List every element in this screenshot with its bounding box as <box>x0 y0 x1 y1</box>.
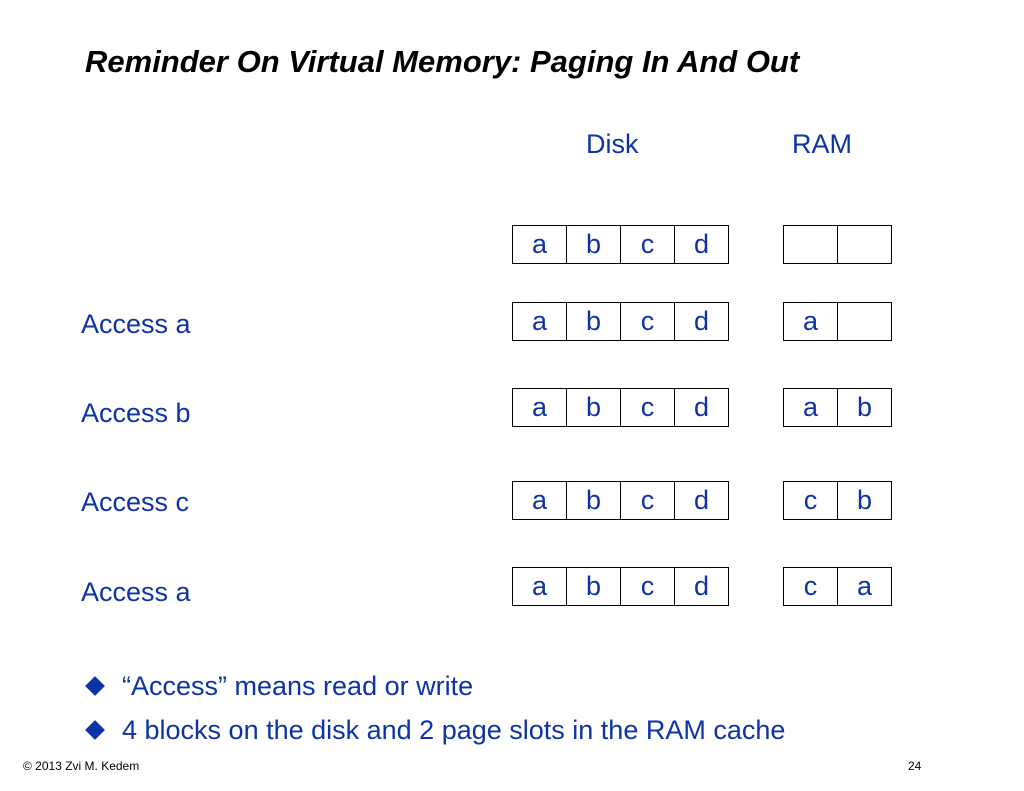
disk-blocks-row-3: a b c d <box>512 481 729 520</box>
disk-cell: d <box>675 303 729 340</box>
disk-cell: a <box>513 226 567 263</box>
diamond-bullet-icon <box>85 676 105 696</box>
ram-slot: c <box>784 568 838 605</box>
disk-blocks-row-1: a b c d <box>512 302 729 341</box>
ram-slots-row-3: c b <box>783 481 892 520</box>
ram-slot <box>838 303 892 340</box>
disk-cell: b <box>567 389 621 426</box>
disk-cell: b <box>567 568 621 605</box>
disk-cell: c <box>621 568 675 605</box>
row-label-access: Access a <box>81 577 191 607</box>
disk-cell: a <box>513 303 567 340</box>
disk-cell: b <box>567 303 621 340</box>
disk-cell: c <box>621 226 675 263</box>
bullet-list: “Access” means read or write 4 blocks on… <box>84 664 785 752</box>
disk-cell: d <box>675 568 729 605</box>
disk-cell: a <box>513 389 567 426</box>
ram-slot <box>838 226 892 263</box>
disk-blocks-row-4: a b c d <box>512 567 729 606</box>
disk-cell: c <box>621 482 675 519</box>
ram-slots-row-4: c a <box>783 567 892 606</box>
column-header-ram: RAM <box>792 129 852 159</box>
disk-cell: d <box>675 226 729 263</box>
ram-slot: b <box>838 389 892 426</box>
bullet-item: “Access” means read or write <box>84 664 785 708</box>
bullet-text: 4 blocks on the disk and 2 page slots in… <box>122 714 786 745</box>
disk-cell: c <box>621 389 675 426</box>
diamond-bullet-icon <box>85 720 105 740</box>
page-number: 24 <box>908 759 922 773</box>
slide-title: Reminder On Virtual Memory: Paging In An… <box>85 44 800 79</box>
disk-cell: b <box>567 482 621 519</box>
ram-slots-row-initial <box>783 225 892 264</box>
ram-slot: a <box>838 568 892 605</box>
disk-cell: a <box>513 568 567 605</box>
disk-blocks-row-initial: a b c d <box>512 225 729 264</box>
disk-cell: d <box>675 482 729 519</box>
disk-cell: d <box>675 389 729 426</box>
row-label-access: Access b <box>81 398 191 428</box>
ram-slot: a <box>784 303 838 340</box>
footer-copyright: © 2013 Zvi M. Kedem <box>23 759 140 773</box>
ram-slots-row-2: a b <box>783 388 892 427</box>
bullet-item: 4 blocks on the disk and 2 page slots in… <box>84 708 785 752</box>
ram-slot: b <box>838 482 892 519</box>
ram-slots-row-1: a <box>783 302 892 341</box>
row-label-access: Access a <box>81 309 191 339</box>
row-label-access: Access c <box>81 487 190 517</box>
column-header-disk: Disk <box>586 129 639 159</box>
ram-slot: a <box>784 389 838 426</box>
disk-blocks-row-2: a b c d <box>512 388 729 427</box>
disk-cell: c <box>621 303 675 340</box>
bullet-text: “Access” means read or write <box>122 670 474 701</box>
ram-slot: c <box>784 482 838 519</box>
disk-cell: a <box>513 482 567 519</box>
ram-slot <box>784 226 838 263</box>
disk-cell: b <box>567 226 621 263</box>
